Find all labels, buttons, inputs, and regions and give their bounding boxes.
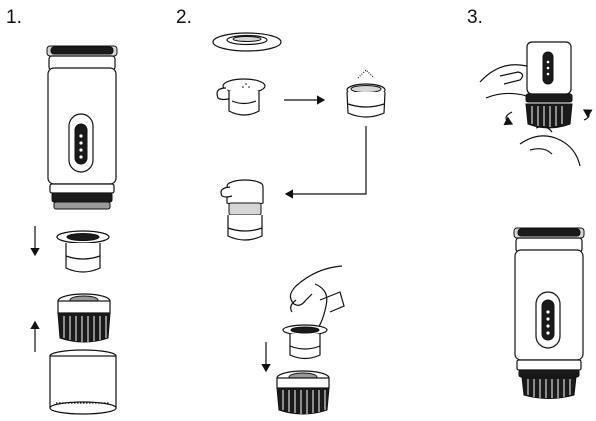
step-2-capsule-adapter xyxy=(283,325,327,359)
step-2-scoop xyxy=(217,79,265,115)
step-1-brew-head xyxy=(58,294,110,342)
step-3-twist-assembly xyxy=(480,42,580,166)
step-1-capsule-adapter xyxy=(57,231,109,272)
step-2-brew-head xyxy=(277,371,329,414)
step-2-filter-basket xyxy=(347,70,385,117)
arrow-left-icon xyxy=(286,126,366,194)
step-1-water-tank xyxy=(50,350,116,414)
step-3-assembled-machine xyxy=(514,228,584,399)
step-1-machine xyxy=(47,46,117,209)
step-2-capsule-assembly xyxy=(221,180,263,240)
step-2-lid xyxy=(213,33,281,51)
